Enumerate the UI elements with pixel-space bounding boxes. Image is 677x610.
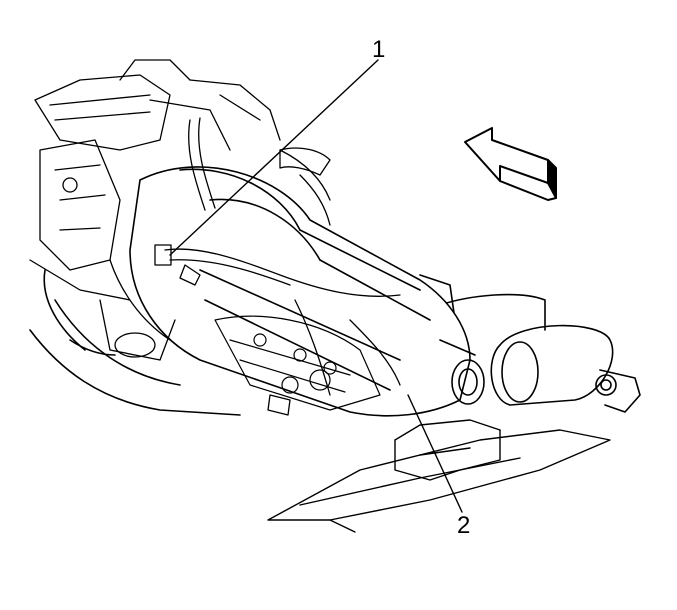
leader-line-2 [407, 394, 463, 513]
callout-2-label: 2 [457, 512, 471, 539]
transmission-body [129, 166, 485, 417]
valve-body [214, 315, 381, 411]
bracket [279, 147, 331, 226]
callout-1-label: 1 [372, 36, 386, 63]
direction-arrow-icon [464, 127, 557, 201]
engine-assembly [29, 59, 281, 361]
exhaust-converter [419, 274, 641, 413]
floor-panel [267, 419, 611, 533]
exhaust-pipe [29, 269, 241, 416]
leader-line-1 [169, 59, 379, 256]
leader-lines [169, 59, 463, 513]
wiring-harness [109, 117, 401, 416]
